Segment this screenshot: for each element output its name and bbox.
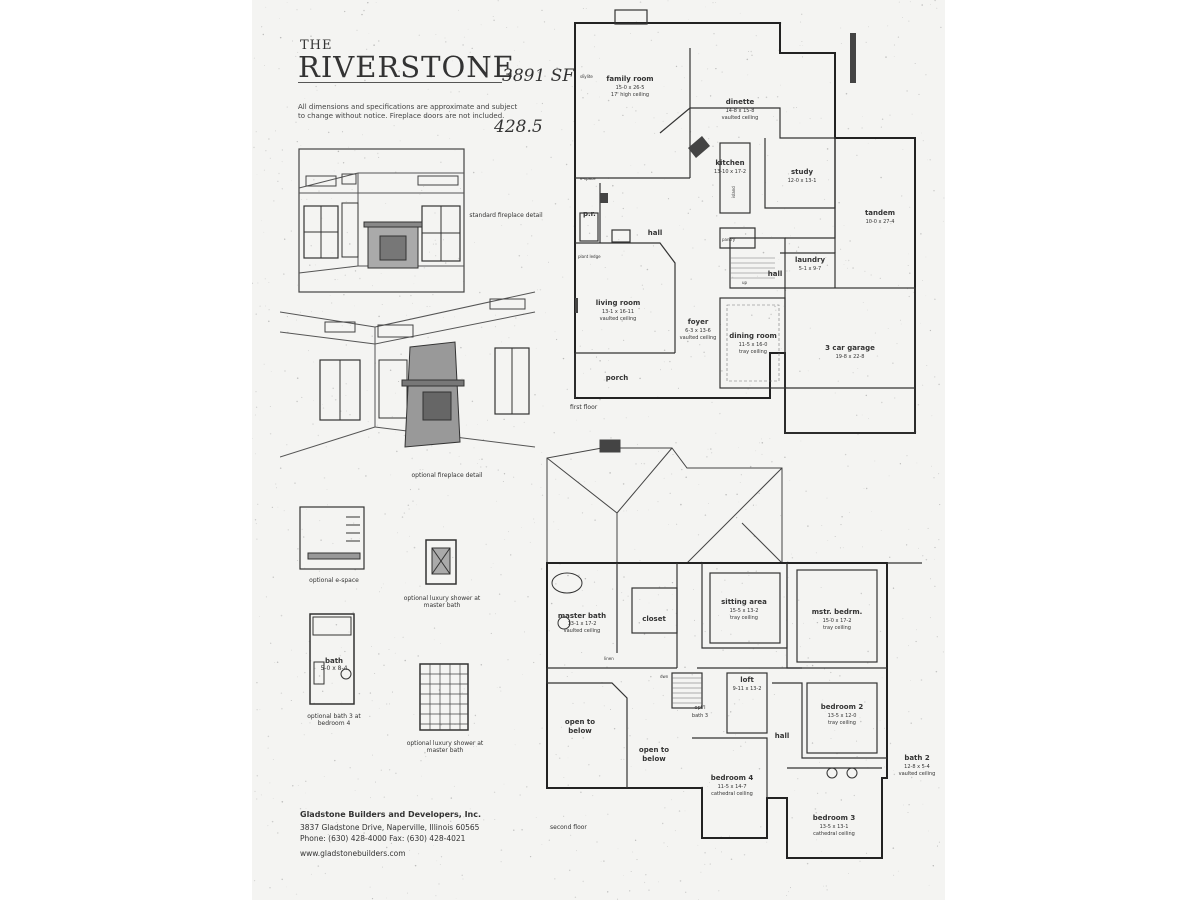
optional-fireplace-drawing — [280, 291, 536, 458]
dinette-note: vaulted ceiling — [722, 115, 759, 121]
foyer-note: vaulted ceiling — [680, 335, 717, 341]
standard-fireplace-caption: standard fireplace detail — [469, 212, 543, 219]
luxury-shower-drawing-2 — [419, 663, 469, 731]
skylite-label: skylite — [580, 74, 593, 79]
master-bedroom-note: tray ceiling — [823, 625, 851, 631]
family-room-label: family room — [606, 75, 653, 83]
bedroom2-label: bedroom 2 — [821, 703, 864, 711]
bath3-caption: optional bath 3 at bedroom 4 — [307, 713, 361, 727]
living-room-label: living room — [596, 299, 641, 307]
open-below-1-line1: open to — [565, 718, 595, 726]
open-below-1-line2: below — [568, 727, 592, 735]
family-room-dims: 15-0 x 26-5 — [616, 85, 645, 91]
sitting-area-note: tray ceiling — [730, 615, 758, 621]
master-bath-dims: 13-1 x 17-2 — [568, 621, 597, 627]
brand-title: RIVERSTONE — [298, 50, 515, 84]
dining-room-note: tray ceiling — [739, 349, 767, 355]
luxury-shower-caption-1: optional luxury shower at master bath — [403, 595, 481, 609]
master-bedroom-label: mstr. bedrm. — [812, 608, 863, 616]
powder-room-label: p.r. — [583, 210, 596, 218]
loft-dims: 9-11 x 13-2 — [733, 686, 762, 692]
upper-hall-label: hall — [775, 732, 790, 740]
loft-label: loft — [740, 676, 754, 684]
bedroom3-dims: 13-5 x 13-1 — [820, 824, 849, 830]
tandem-label: tandem — [865, 209, 895, 217]
brand-prefix: THE — [300, 38, 333, 53]
master-bath-note: vaulted ceiling — [564, 628, 601, 634]
study-label: study — [791, 168, 814, 176]
bedroom3-note: cathedral ceiling — [813, 831, 855, 837]
optional-bath3-line2: bath 3 — [692, 713, 708, 719]
linen-label: linen — [604, 656, 614, 661]
bedroom2-dims: 13-5 x 12-0 — [828, 713, 857, 719]
garage-dims: 19-8 x 22-8 — [836, 354, 865, 360]
optional-bath3-line1: opt'l — [695, 705, 706, 711]
sitting-area-label: sitting area — [721, 598, 767, 606]
hall-label-1: hall — [648, 229, 663, 237]
second-floor-plan: master bath 13-1 x 17-2 vaulted ceiling … — [546, 439, 936, 859]
laundry-dims: 5-1 x 9-7 — [799, 266, 821, 272]
company-website[interactable]: www.gladstonebuilders.com — [300, 849, 406, 858]
luxury-shower-caption-2: optional luxury shower at master bath — [406, 740, 484, 754]
living-room-note: vaulted ceiling — [600, 316, 637, 322]
handwritten-number: 428.5 — [494, 117, 543, 137]
e-space-caption: optional e-space — [309, 577, 359, 584]
pantry-label: pantry — [722, 237, 736, 242]
standard-fireplace-drawing — [298, 148, 465, 293]
dinette-dims: 14-8 x 15-8 — [726, 108, 755, 114]
kitchen-label: kitchen — [715, 159, 744, 167]
bedroom3-label: bedroom 3 — [813, 814, 856, 822]
study-dims: 12-0 x 13-1 — [788, 178, 817, 184]
bath2-note: vaulted ceiling — [899, 771, 936, 777]
master-bedroom-dims: 15-0 x 17-2 — [823, 618, 852, 624]
handwritten-square-feet: 3891 SF — [502, 66, 575, 86]
dining-room-label: dining room — [729, 332, 777, 340]
optional-fireplace-caption: optional fireplace detail — [411, 472, 483, 479]
bedroom4-note: cathedral ceiling — [711, 791, 753, 797]
hall-label-2: hall — [768, 270, 783, 278]
bath3-dims: 5-0 x 8-4 — [320, 665, 348, 672]
e-space-label: e-space — [580, 176, 596, 181]
bath3-drawing — [309, 613, 355, 705]
company-name: Gladstone Builders and Developers, Inc. — [300, 810, 482, 819]
bath3-label: bath — [324, 657, 344, 665]
floor-plan-sheet: THE RIVERSTONE 3891 SF 428.5 All dimensi… — [252, 0, 945, 900]
luxury-shower-drawing-1 — [425, 539, 457, 585]
bedroom4-dims: 11-5 x 14-7 — [718, 784, 747, 790]
stairs-up-label: up — [742, 280, 748, 285]
garage-label: 3 car garage — [825, 344, 875, 352]
laundry-label: laundry — [795, 256, 826, 264]
tandem-dims: 10-0 x 27-4 — [866, 219, 895, 225]
first-floor-plan: family room 15-0 x 26-5 17' high ceiling… — [574, 9, 916, 434]
dinette-label: dinette — [726, 98, 755, 106]
foyer-label: foyer — [688, 318, 709, 326]
family-room-note: 17' high ceiling — [611, 92, 649, 98]
foyer-dims: 6-3 x 13-6 — [685, 328, 711, 334]
company-phone: Phone: (630) 428-4000 Fax: (630) 428-402… — [300, 834, 466, 843]
bath2-label: bath 2 — [904, 754, 930, 762]
title-rule — [298, 82, 502, 83]
second-floor-label: second floor — [550, 824, 587, 831]
living-room-dims: 13-1 x 16-11 — [602, 309, 634, 315]
bath2-dims: 12-8 x 5-4 — [904, 764, 930, 770]
master-bath-label: master bath — [558, 612, 606, 620]
open-below-2-line1: open to — [639, 746, 669, 754]
porch-label: porch — [606, 374, 628, 382]
sitting-area-dims: 15-5 x 13-2 — [730, 608, 759, 614]
disclaimer: All dimensions and specifications are ap… — [298, 103, 518, 120]
plant-ledge-label: plant ledge — [578, 254, 601, 259]
island-label: island — [731, 186, 736, 198]
company-address: 3837 Gladstone Drive, Naperville, Illino… — [300, 823, 480, 832]
closet-label: closet — [642, 615, 666, 623]
e-space-drawing — [299, 506, 365, 570]
kitchen-dims: 13-10 x 17-2 — [714, 169, 746, 175]
open-below-2-line2: below — [642, 755, 666, 763]
bedroom4-label: bedroom 4 — [711, 774, 754, 782]
bedroom2-note: tray ceiling — [828, 720, 856, 726]
stairs-down-label: dwn — [660, 674, 669, 679]
dining-room-dims: 11-5 x 16-0 — [739, 342, 768, 348]
first-floor-label: first floor — [570, 404, 598, 411]
